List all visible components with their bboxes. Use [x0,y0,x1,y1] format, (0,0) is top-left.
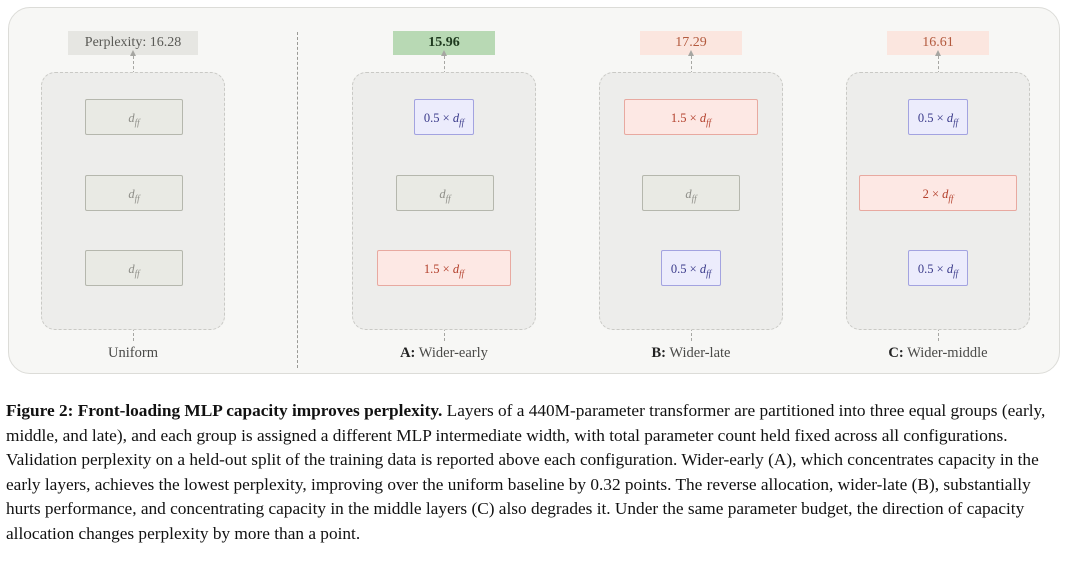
config-label-wider-middle: C: Wider-middle [888,345,988,361]
baseline-separator [297,32,298,368]
config-label-wider-late: B: Wider-late [651,345,731,361]
figure-panel: Perplexity: 16.28 dff dff dff Uniform 15… [8,7,1060,374]
column-wider-late: 17.29 1.5 × dff dff 0.5 × dff B: Wider-l… [599,8,783,375]
mlp-block-late: 0.5 × dff [908,250,968,286]
column-uniform: Perplexity: 16.28 dff dff dff Uniform [41,8,225,375]
column-wider-middle: 16.61 0.5 × dff 2 × dff 0.5 × dff C: Wid… [846,8,1030,375]
mlp-block-middle: dff [85,175,183,211]
perplexity-badge-wider-early: 15.96 [393,31,495,55]
mlp-block-middle: dff [642,175,740,211]
figure-label: Figure 2: [6,401,74,420]
mlp-block-early: 1.5 × dff [624,99,758,135]
arrow-head-icon [934,50,941,56]
config-label-uniform: Uniform [108,345,158,361]
mlp-block-early: dff [85,99,183,135]
mlp-block-middle: dff [396,175,494,211]
config-label-wider-early: A: Wider-early [400,345,488,361]
mlp-block-late: dff [85,250,183,286]
arrow-head-icon [687,50,694,56]
figure-caption: Figure 2: Front-loading MLP capacity imp… [6,399,1066,547]
mlp-block-late: 0.5 × dff [661,250,721,286]
mlp-block-early: 0.5 × dff [414,99,474,135]
mlp-block-early: 0.5 × dff [908,99,968,135]
column-wider-early: 15.96 0.5 × dff dff 1.5 × dff A: Wider-e… [352,8,536,375]
arrow-head-icon [440,50,447,56]
mlp-block-late: 1.5 × dff [377,250,511,286]
mlp-block-middle: 2 × dff [859,175,1017,211]
arrow-head-icon [129,50,136,56]
caption-body: Layers of a 440M-parameter transformer a… [6,401,1046,543]
caption-title: Front-loading MLP capacity improves perp… [77,401,443,420]
